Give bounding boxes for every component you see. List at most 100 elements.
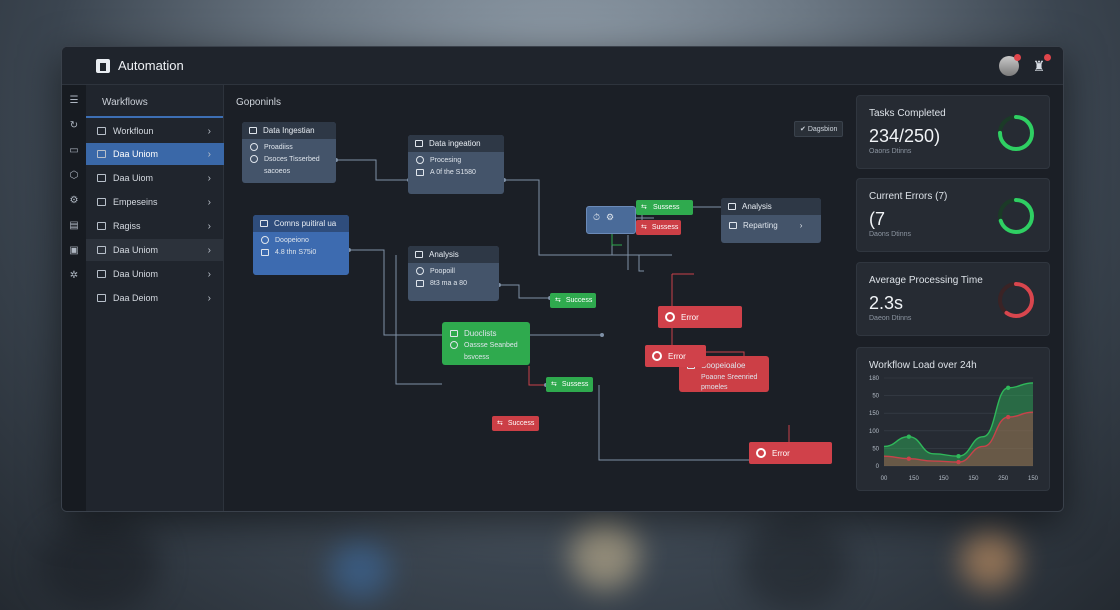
card-value: 2.3s (869, 293, 904, 313)
hexagon-icon[interactable]: ⬡ (69, 170, 79, 181)
link-icon: ⇆ (497, 420, 503, 427)
image-icon[interactable]: ▣ (69, 245, 79, 256)
node-header: Comns puitiral ua (253, 215, 349, 232)
clock-icon (416, 156, 424, 164)
link-icon: ⇆ (551, 381, 557, 388)
error-label: Error (772, 448, 790, 458)
node-processing-unit[interactable]: Comns puitiral ua Doopeiono 4.8 thn S75i… (253, 215, 349, 275)
node-duoclists[interactable]: Duoclists Oassse Seanbed bsvcess (442, 322, 530, 365)
sidebar-item-data-union[interactable]: Daa Uniom › (86, 143, 224, 165)
data-point (1005, 385, 1011, 390)
connector (395, 255, 442, 385)
app-title: Automation (118, 58, 184, 73)
error-node[interactable]: Error (749, 442, 832, 464)
data-point (1005, 414, 1011, 420)
sidebar-item-ragiss[interactable]: Ragiss› (86, 215, 224, 237)
sidebar-item-data[interactable]: Daa Uiom› (86, 167, 224, 189)
chevron-right-icon: › (207, 268, 211, 280)
node-title: Soopeioaloe (701, 360, 746, 370)
node-header: Data Ingestian (242, 122, 336, 139)
error-node[interactable]: Error (658, 306, 742, 328)
table-icon[interactable]: ▤ (69, 220, 79, 231)
gear-icon[interactable]: ⚙ (69, 195, 79, 206)
chevron-right-icon: › (207, 172, 211, 184)
node-analysis[interactable]: Analysis Poopoill 8t3 ma a 80 (408, 246, 499, 301)
link-icon: ⇆ (641, 204, 647, 211)
card-tasks-completed[interactable]: Tasks Completed 234/250) Oaons Dtinns (856, 95, 1050, 169)
connector-dot (600, 333, 604, 337)
card-current-errors[interactable]: Current Errors (7) (7 Daons Dtinns (856, 178, 1050, 252)
chevron-right-icon: › (207, 196, 211, 208)
status-pill-success[interactable]: ⇆Sussess (636, 200, 693, 215)
app-window: Automation ♜ ☰ ↻ ▭ ⬡ ⚙ ▤ ▣ ✲ Warkflows W… (61, 46, 1064, 512)
status-pill-error[interactable]: ⇆Sussess (636, 220, 681, 235)
sidebar-item-workflow[interactable]: Workfloun› (86, 120, 224, 142)
node-data-ingestion[interactable]: Data Ingestian Proadiiss Dsoces Tisserbe… (242, 122, 336, 183)
data-point (906, 434, 912, 439)
status-pill-success[interactable]: ⇆ Success (492, 416, 539, 431)
sidebar-item-label: Daa Uniom (113, 245, 159, 255)
card-average-processing-time[interactable]: Average Processing Time 2.3s Daeon Dtinn… (856, 262, 1050, 336)
settings-icon[interactable]: ✲ (69, 270, 79, 281)
background-blur (330, 540, 390, 600)
notification-dot (1014, 54, 1021, 61)
error-icon (652, 351, 662, 361)
progress-ring-fill (998, 198, 1034, 234)
card-title: Average Processing Time (869, 275, 983, 286)
status-pill-success[interactable]: ⇆Sussess (546, 377, 593, 392)
data-icon (97, 150, 106, 158)
connector (611, 231, 622, 246)
calendar-icon (261, 248, 269, 256)
progress-ring (998, 115, 1034, 151)
data-point (956, 459, 961, 465)
node-data-ingeation[interactable]: Data ingeation Procesing A 0f the S1580 (408, 135, 504, 194)
node-row: 4.8 thn S75i0 (275, 248, 317, 256)
node-icon (260, 220, 268, 227)
node-analysis-reporting[interactable]: Analysis Reparting› (721, 198, 821, 243)
sidebar-item-data-union-2[interactable]: Daa Uniom› (86, 239, 224, 261)
node-row: Reparting (743, 220, 778, 230)
chart-title: Workflow Load over 24h (869, 360, 977, 371)
error-label: Error (668, 351, 686, 361)
node-soopeioaloe[interactable]: Soopeioaloe Poaone Sreenried pmoeles (679, 356, 769, 392)
monitor-icon[interactable]: ▭ (69, 145, 79, 156)
node-row: Poaone Sreenried (701, 373, 758, 381)
connector (528, 366, 546, 386)
error-node[interactable]: Error (645, 345, 706, 367)
x-tick-label: 150 (939, 476, 950, 482)
sidebar-item-data-deiom[interactable]: Daa Deiom› (86, 287, 224, 309)
y-tick-label: 180 (869, 376, 880, 382)
pill-label: Success (507, 420, 535, 427)
bell-icon[interactable]: ♜ (1029, 54, 1051, 76)
node-row: Oassse Seanbed (464, 341, 518, 349)
menu-icon[interactable]: ☰ (69, 95, 79, 106)
status-pill-success[interactable]: ⇆Success (550, 293, 596, 308)
person-icon (450, 341, 458, 349)
refresh-icon[interactable]: ↻ (69, 120, 79, 131)
avatar[interactable] (999, 54, 1021, 76)
node-row: Procesing (430, 156, 462, 164)
progress-ring (998, 282, 1034, 318)
dependencies-chip[interactable]: ✔ Dagsbion (794, 121, 844, 137)
gear-icon: ⚙ (606, 212, 615, 222)
chevron-right-icon: › (207, 148, 211, 160)
sidebar-item-empeseins[interactable]: Empeseins› (86, 191, 224, 213)
sidebar-item-label: Daa Uniom (113, 149, 159, 159)
error-icon (665, 312, 675, 322)
card-title: Current Errors (7) (869, 191, 948, 202)
chevron-right-icon: › (207, 220, 211, 232)
error-icon (756, 448, 766, 458)
sidebar-item-data-union-3[interactable]: Daa Uniom› (86, 263, 224, 285)
x-tick-label: 250 (998, 476, 1009, 482)
node-timer-gateway[interactable]: ⏱⚙ (586, 206, 636, 234)
error-label: Error (681, 312, 699, 322)
data-icon (97, 270, 106, 278)
x-tick-label: 00 (881, 476, 888, 482)
x-tick-label: 150 (909, 476, 920, 482)
background-blur (570, 520, 640, 590)
node-header: Analysis (408, 246, 499, 263)
workflow-canvas[interactable]: Goponinls ✔ Dagsbion (224, 85, 854, 511)
link-icon: ⇆ (555, 297, 561, 304)
